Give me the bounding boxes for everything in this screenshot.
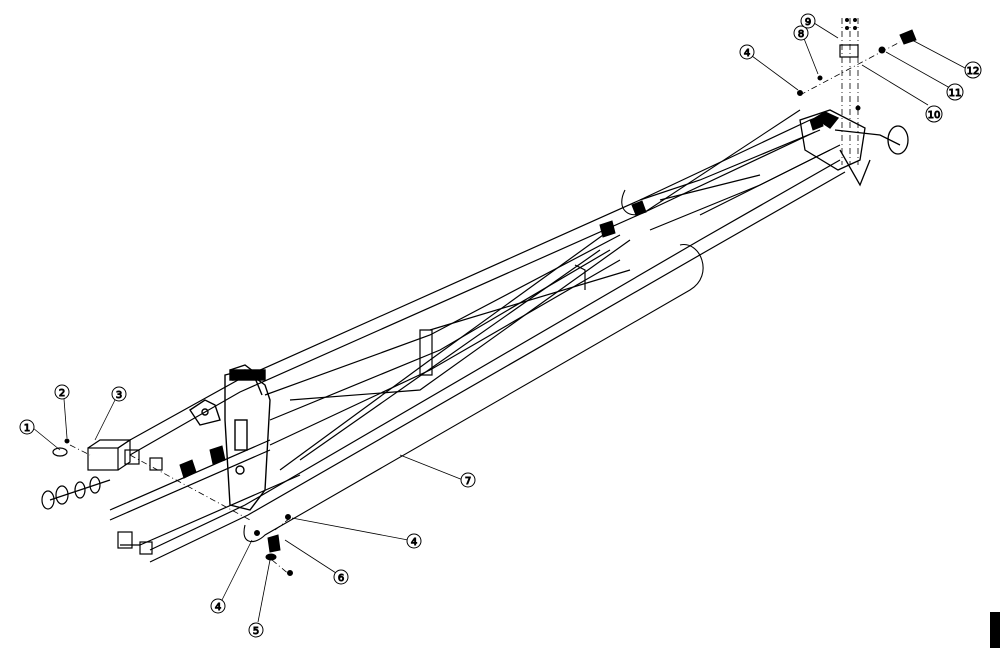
center-frame [189,364,271,511]
callout-4-lower: 4 [210,598,226,614]
callout-10: 10 [925,105,943,123]
callout-7: 7 [460,472,476,488]
svg-text:7: 7 [465,476,471,487]
callout-4-middle: 4 [406,533,422,549]
svg-text:1: 1 [24,423,30,434]
svg-text:3: 3 [116,390,122,401]
callout-9: 9 [800,13,816,29]
svg-text:5: 5 [253,626,259,637]
hose [243,109,801,543]
callout-12: 12 [964,61,982,79]
page-edge-mark [990,612,1000,648]
callout-3: 3 [111,386,127,402]
callout-2: 2 [54,384,70,400]
svg-text:4: 4 [411,537,417,548]
callout-6: 6 [333,569,349,585]
svg-text:9: 9 [805,17,811,28]
leader-lines [32,22,966,623]
svg-text:4: 4 [744,48,750,59]
svg-text:6: 6 [338,573,344,584]
callout-4-upper: 4 [739,44,755,60]
svg-text:4: 4 [215,602,221,613]
callout-8: 8 [793,25,809,41]
explode-lines [69,18,901,576]
svg-text:10: 10 [928,110,941,121]
valve-assembly [41,438,132,510]
boom-frame [109,119,846,563]
callout-1: 1 [19,419,35,435]
svg-text:8: 8 [798,29,804,40]
svg-text:11: 11 [949,88,962,99]
hardware [64,18,917,576]
callout-11: 11 [946,83,964,101]
callouts: 1 2 3 4 4 4 5 6 [19,13,982,638]
nozzle-bodies [179,115,824,479]
svg-text:2: 2 [59,388,65,399]
callout-5: 5 [248,622,264,638]
svg-text:12: 12 [967,66,980,77]
